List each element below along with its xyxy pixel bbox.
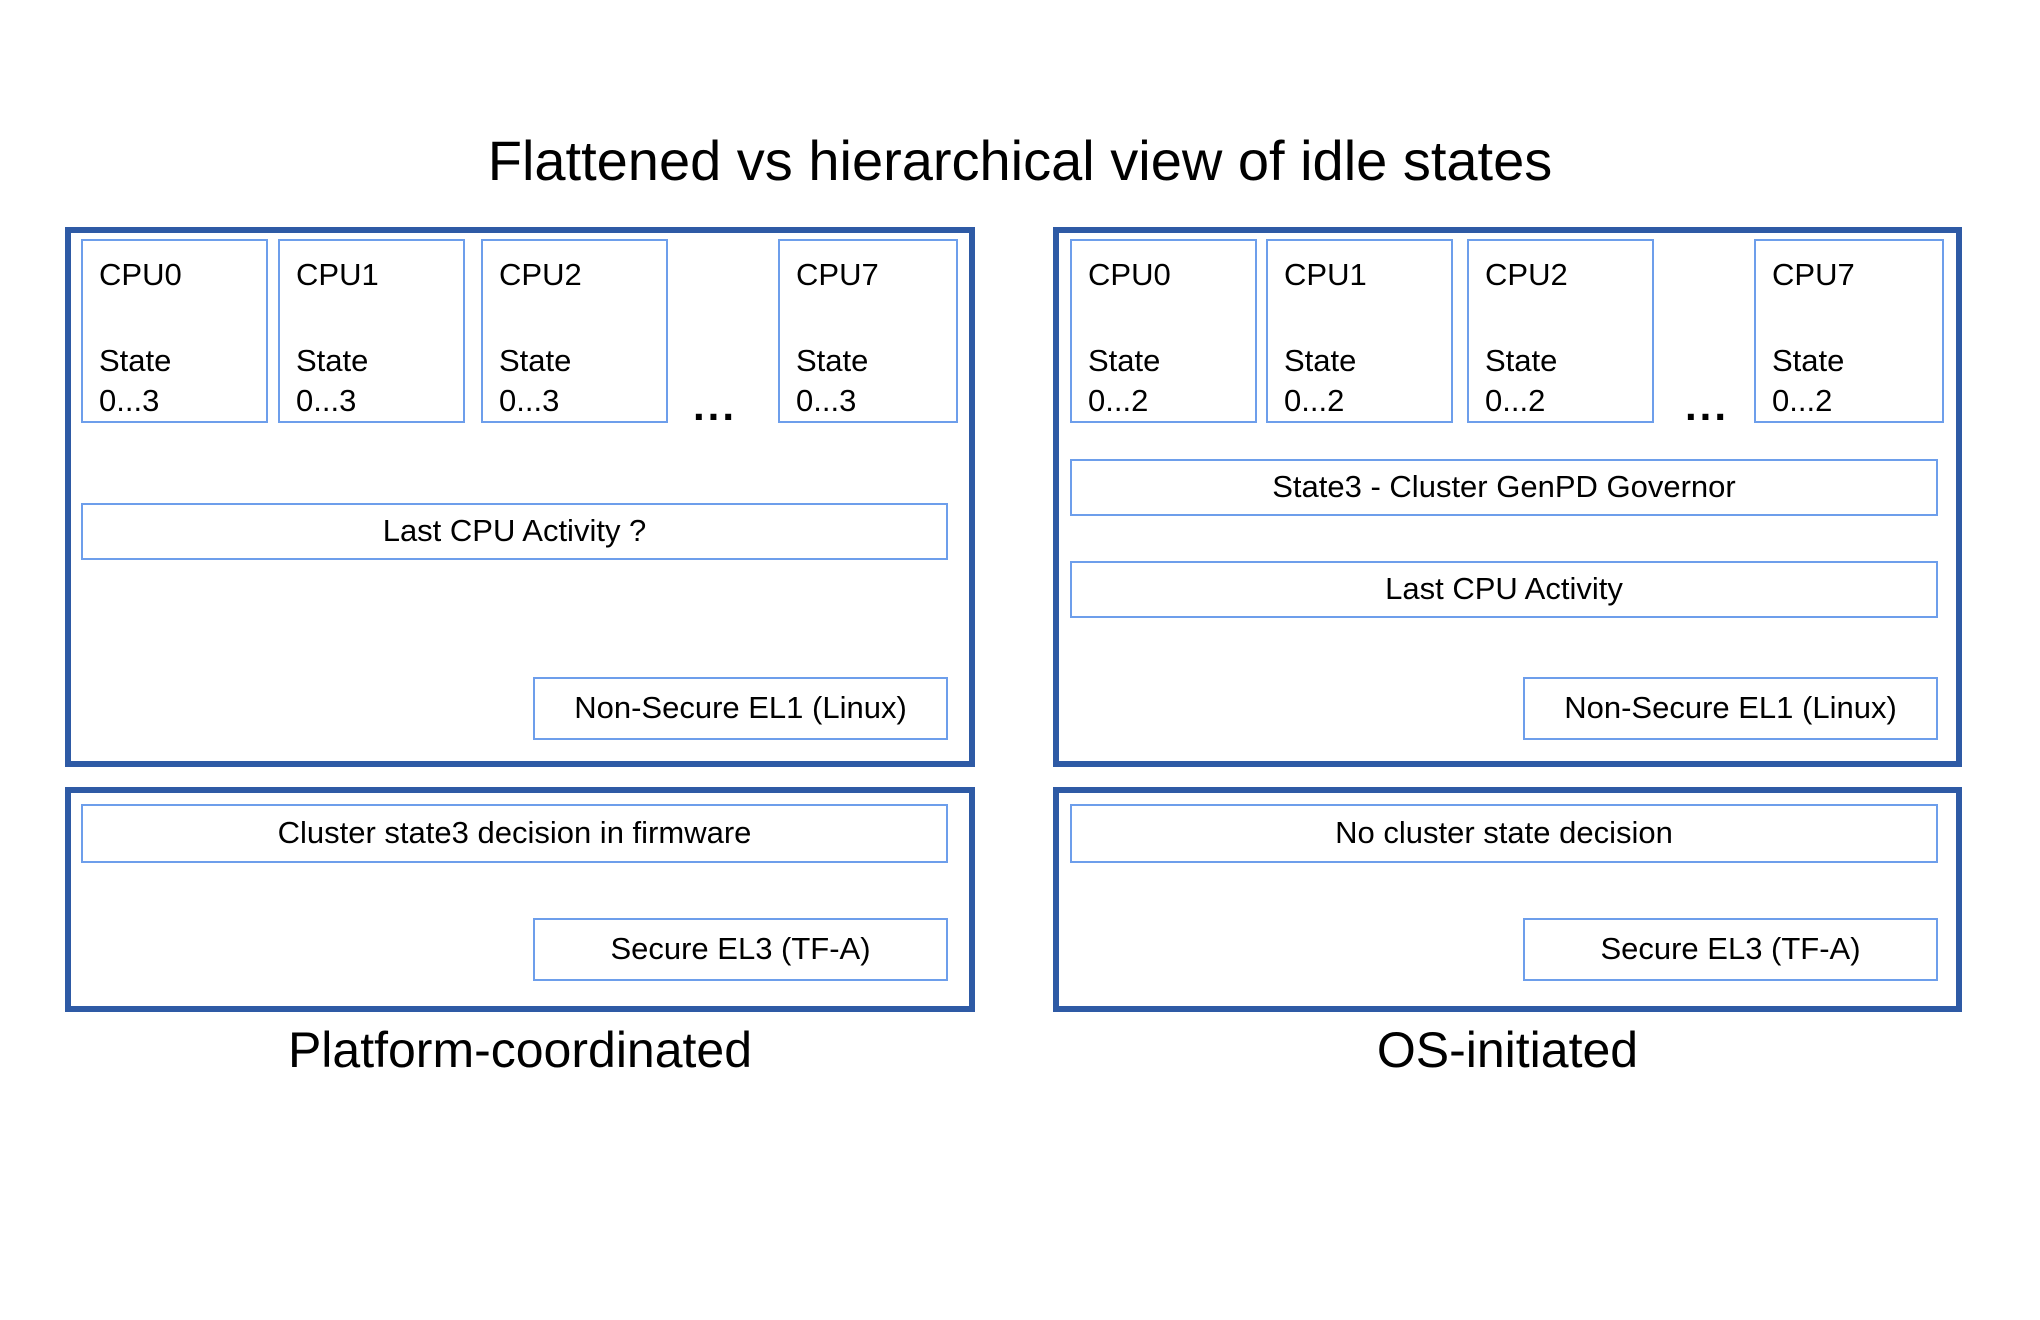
page-title: Flattened vs hierarchical view of idle s… [487,129,1553,192]
last-cpu-activity-box: Last CPU Activity [1070,561,1938,618]
cpu-name: CPU2 [1485,257,1568,292]
secure-el3-box: Secure EL3 (TF-A) [533,918,948,981]
cpu-ellipsis: ... [693,382,738,429]
os-initiated-secure-box: No cluster state decision Secure EL3 (TF… [1053,787,1962,1012]
cpu-name: CPU2 [499,257,582,292]
non-secure-el1-box: Non-Secure EL1 (Linux) [1523,677,1938,740]
non-secure-el1-box: Non-Secure EL1 (Linux) [533,677,948,740]
cluster-state3-firmware-box: Cluster state3 decision in firmware [81,804,948,863]
cpu-name: CPU1 [296,257,379,292]
cpu-name: CPU7 [796,257,879,292]
cpu-ellipsis: ... [1685,382,1730,429]
state3-genpd-governor-box: State3 - Cluster GenPD Governor [1070,459,1938,516]
os-initiated-label: OS-initiated [1376,1022,1639,1078]
platform-coordinated-secure-box: Cluster state3 decision in firmware Secu… [65,787,975,1012]
cpu-name: CPU0 [1088,257,1171,292]
cpu-name: CPU7 [1772,257,1855,292]
secure-el3-box: Secure EL3 (TF-A) [1523,918,1938,981]
no-cluster-state-decision-box: No cluster state decision [1070,804,1938,863]
cpu-name: CPU1 [1284,257,1367,292]
cpu-name: CPU0 [99,257,182,292]
platform-coordinated-label: Platform-coordinated [287,1022,753,1078]
last-cpu-activity-box: Last CPU Activity ? [81,503,948,560]
